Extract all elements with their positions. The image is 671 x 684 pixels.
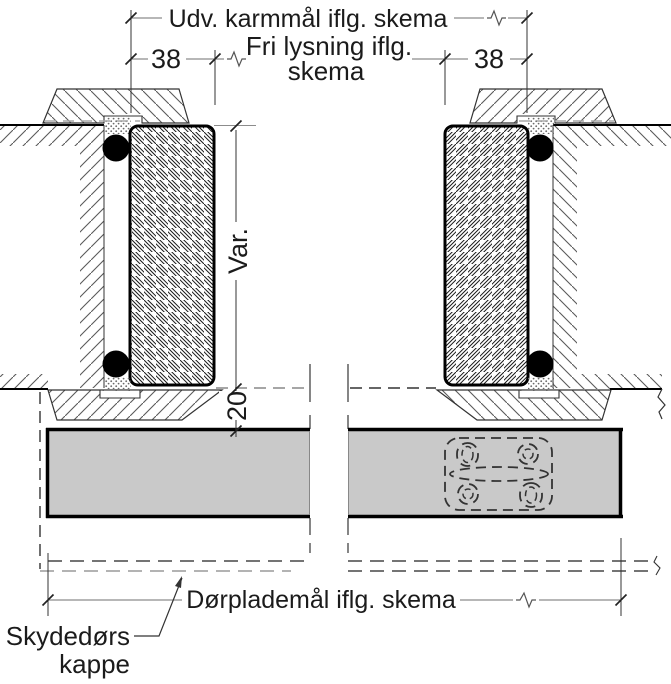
dim-20-text: 20 (222, 391, 252, 421)
seal-gasket-bottom-left (102, 350, 130, 378)
handle-plate-outline (444, 437, 553, 511)
leader-line (134, 577, 183, 637)
wall-bottom-left (0, 374, 48, 390)
pocket-label-line2: kappe (59, 649, 130, 679)
dimension-free-opening: 38 Fri lysning iflg. skema 38 (124, 31, 534, 86)
pocket-break-zigzag (653, 555, 661, 576)
handle-screw-bottom-right (519, 482, 543, 508)
seal-notch (100, 390, 140, 399)
pocket-label-line1: Skydedørs (6, 621, 130, 651)
seal-seat-stipple (105, 117, 131, 134)
seal-seat-stipple-bottom-right (528, 377, 554, 389)
dim-break-zigzag (516, 591, 536, 609)
wall-hatch (0, 126, 82, 146)
dim-door-plate-text: Dørplademål iflg. skema (186, 586, 456, 614)
door-leaf-left (45, 427, 310, 519)
dimension-var-and-20: Var. 20 (214, 119, 256, 438)
seal-seat-stipple-bottom-left (105, 377, 131, 389)
section-break-lines (309, 364, 349, 553)
wall-break-zigzag (657, 388, 666, 420)
door-leaf-right (348, 427, 623, 519)
wall-hatch (575, 126, 671, 146)
dim-free-opening-text-2: skema (288, 56, 365, 86)
handle-screw-bottom-left (457, 483, 479, 505)
wall-end-hatch (80, 126, 104, 388)
dim-var-text: Var. (223, 228, 253, 274)
dim-outer-frame-text: Udv. karmmål iflg. skema (169, 5, 448, 33)
pocket-label: Skydedørs kappe (6, 576, 183, 679)
frame-jamb-left (128, 124, 216, 387)
seal-gasket-bottom-right (526, 350, 554, 378)
leader-arrowhead (175, 576, 182, 588)
handle-grip-recess (449, 466, 549, 482)
dim-jamb-right-text: 38 (474, 44, 504, 74)
seal-notch (519, 390, 559, 399)
wall-bottom-right (575, 374, 666, 420)
pocket-dashed-outline (39, 392, 661, 576)
handle-screw-top-right (517, 443, 539, 465)
dimension-outer-frame: Udv. karmmål iflg. skema (124, 5, 534, 33)
dim-free-opening-text-1: Fri lysning iflg. (246, 31, 412, 61)
lining-bottom-right (435, 389, 612, 421)
seal-gasket-top-left (102, 134, 130, 162)
dim-break-zigzag (227, 50, 246, 68)
wall-top-right (552, 124, 671, 388)
wall-end-hatch (553, 126, 577, 388)
dimension-door-plate: Dørplademål iflg. skema (41, 586, 628, 614)
lining-top-right (469, 88, 617, 134)
flush-pull-handle (444, 437, 553, 511)
seal-seat-stipple (528, 117, 554, 134)
handle-screw-top-left (456, 442, 479, 467)
wall-top-left (0, 124, 105, 388)
dim-break-zigzag (487, 9, 506, 27)
frame-jamb-right (443, 124, 530, 387)
seal-gasket-top-right (526, 134, 554, 162)
lining-bottom-left (47, 389, 224, 421)
dim-jamb-left-text: 38 (151, 44, 181, 74)
